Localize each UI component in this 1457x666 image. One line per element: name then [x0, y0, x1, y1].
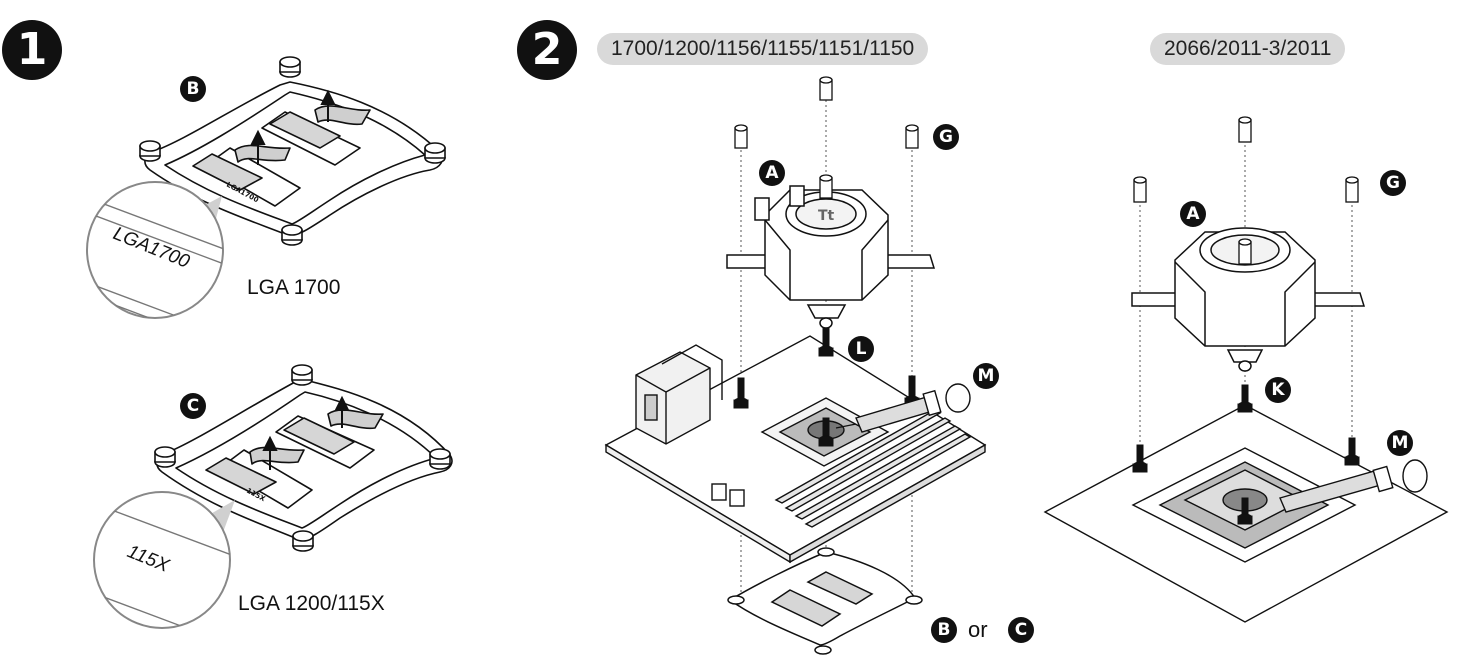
part-c-label-bottom: C [1008, 617, 1034, 643]
socket-label-hedt: 2066/2011-3/2011 [1150, 33, 1346, 65]
caption-lga1200: LGA 1200/115X [238, 592, 385, 615]
backplate-bottom [727, 547, 923, 655]
part-m-label-intel: M [973, 363, 999, 389]
thumbscrews-hedt [1133, 116, 1359, 265]
part-b-label-bottom: B [931, 617, 957, 643]
thermal-paste-syringe-intel [835, 383, 971, 433]
or-text: or [968, 617, 988, 642]
zoom-lga1700: LGA1700 [86, 181, 224, 319]
caption-lga1700: LGA 1700 [247, 276, 341, 299]
step-2-badge: 2 [517, 20, 577, 80]
thumbscrews-intel [734, 76, 919, 199]
pump-block-intel: Tt [726, 185, 936, 329]
part-k-label: K [1265, 377, 1291, 403]
part-m-label-hedt: M [1387, 430, 1413, 456]
part-g-label-hedt: G [1380, 170, 1406, 196]
part-g-label-intel: G [933, 124, 959, 150]
part-a-label-hedt: A [1180, 201, 1206, 227]
standoffs-hedt [1132, 384, 1360, 525]
step-1-badge: 1 [2, 20, 62, 80]
svg-text:Tt: Tt [818, 208, 835, 224]
part-c-label: C [180, 393, 206, 419]
motherboard [604, 335, 987, 564]
part-b-label: B [180, 76, 206, 102]
socket-label-intel: 1700/1200/1156/1155/1151/1150 [597, 33, 929, 65]
zoom-115x: 115X [93, 491, 235, 629]
part-l-label: L [848, 336, 874, 362]
part-a-label-intel: A [759, 160, 785, 186]
thermal-paste-syringe-hedt [1279, 459, 1428, 513]
backplate-115x [154, 364, 453, 552]
